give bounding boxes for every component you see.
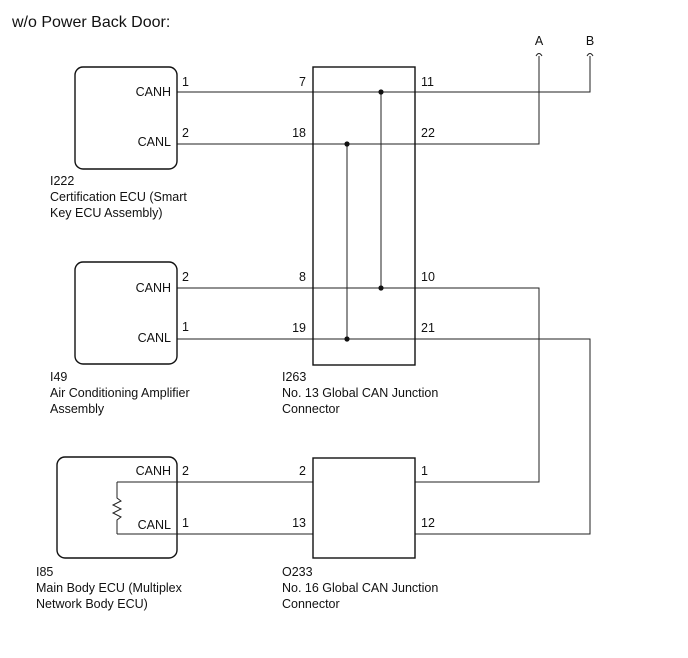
i222-name-line1: Certification ECU (Smart <box>50 190 187 204</box>
termination-resistor-icon <box>111 481 177 535</box>
wires <box>177 53 594 535</box>
i85-code: I85 <box>36 565 53 579</box>
i263-code: I263 <box>282 370 306 384</box>
i222-pin-canl: 2 <box>182 126 189 140</box>
i85-canl-label: CANL <box>138 518 171 532</box>
i85-pin-canh: 2 <box>182 464 189 478</box>
i49-name-line1: Air Conditioning Amplifier <box>50 386 190 400</box>
i263-name-line2: Connector <box>282 402 340 416</box>
wire-i263-10-o233-1 <box>415 287 540 483</box>
i263-pin-22: 22 <box>421 126 435 140</box>
wire-to-terminal-a <box>415 56 540 145</box>
i222-code: I222 <box>50 174 74 188</box>
o233-pin-13: 13 <box>292 516 306 530</box>
terminal-a-label: A <box>535 34 544 48</box>
i85-pin-canl: 1 <box>182 516 189 530</box>
junction-dot <box>344 141 350 147</box>
i263-name-line1: No. 13 Global CAN Junction <box>282 386 438 400</box>
o233-name-line2: Connector <box>282 597 340 611</box>
i49-canh-label: CANH <box>136 281 171 295</box>
wire-i263-21-o233-12 <box>415 338 591 535</box>
junction-dot <box>378 285 384 291</box>
junction-dot <box>344 336 350 342</box>
o233-code: O233 <box>282 565 313 579</box>
i263-pin-18: 18 <box>292 126 306 140</box>
i263-pin-10: 10 <box>421 270 435 284</box>
i49-code: I49 <box>50 370 67 384</box>
i222-name-line2: Key ECU Assembly) <box>50 206 163 220</box>
o233-pin-12: 12 <box>421 516 435 530</box>
i49-pin-canl: 1 <box>182 320 189 334</box>
junction-dots <box>344 89 384 342</box>
i263-pin-11: 11 <box>421 75 434 89</box>
i49-canl-label: CANL <box>138 331 171 345</box>
o233-pin-2: 2 <box>299 464 306 478</box>
terminal-a-hook <box>535 53 543 57</box>
i222-canl-label: CANL <box>138 135 171 149</box>
i263-pin-8: 8 <box>299 270 306 284</box>
i222-canh-label: CANH <box>136 85 171 99</box>
i222-ecu-box <box>74 66 178 170</box>
i85-canh-label: CANH <box>136 464 171 478</box>
junction-dot <box>378 89 384 95</box>
diagram-title: w/o Power Back Door: <box>11 14 170 31</box>
i263-connector-box <box>312 66 416 366</box>
terminal-b-label: B <box>586 34 594 48</box>
i263-pin-21: 21 <box>421 321 435 335</box>
o233-name-line1: No. 16 Global CAN Junction <box>282 581 438 595</box>
i85-name-line1: Main Body ECU (Multiplex <box>36 581 183 595</box>
wire-to-terminal-b <box>415 56 591 93</box>
i222-pin-canh: 1 <box>182 75 189 89</box>
i49-pin-canh: 2 <box>182 270 189 284</box>
i49-name-line2: Assembly <box>50 402 105 416</box>
o233-pin-1: 1 <box>421 464 428 478</box>
i263-pin-19: 19 <box>292 321 306 335</box>
i263-pin-7: 7 <box>299 75 306 89</box>
o233-connector-box <box>312 457 416 559</box>
i85-name-line2: Network Body ECU) <box>36 597 148 611</box>
terminal-b-hook <box>586 53 594 57</box>
i49-ecu-box <box>74 261 178 365</box>
